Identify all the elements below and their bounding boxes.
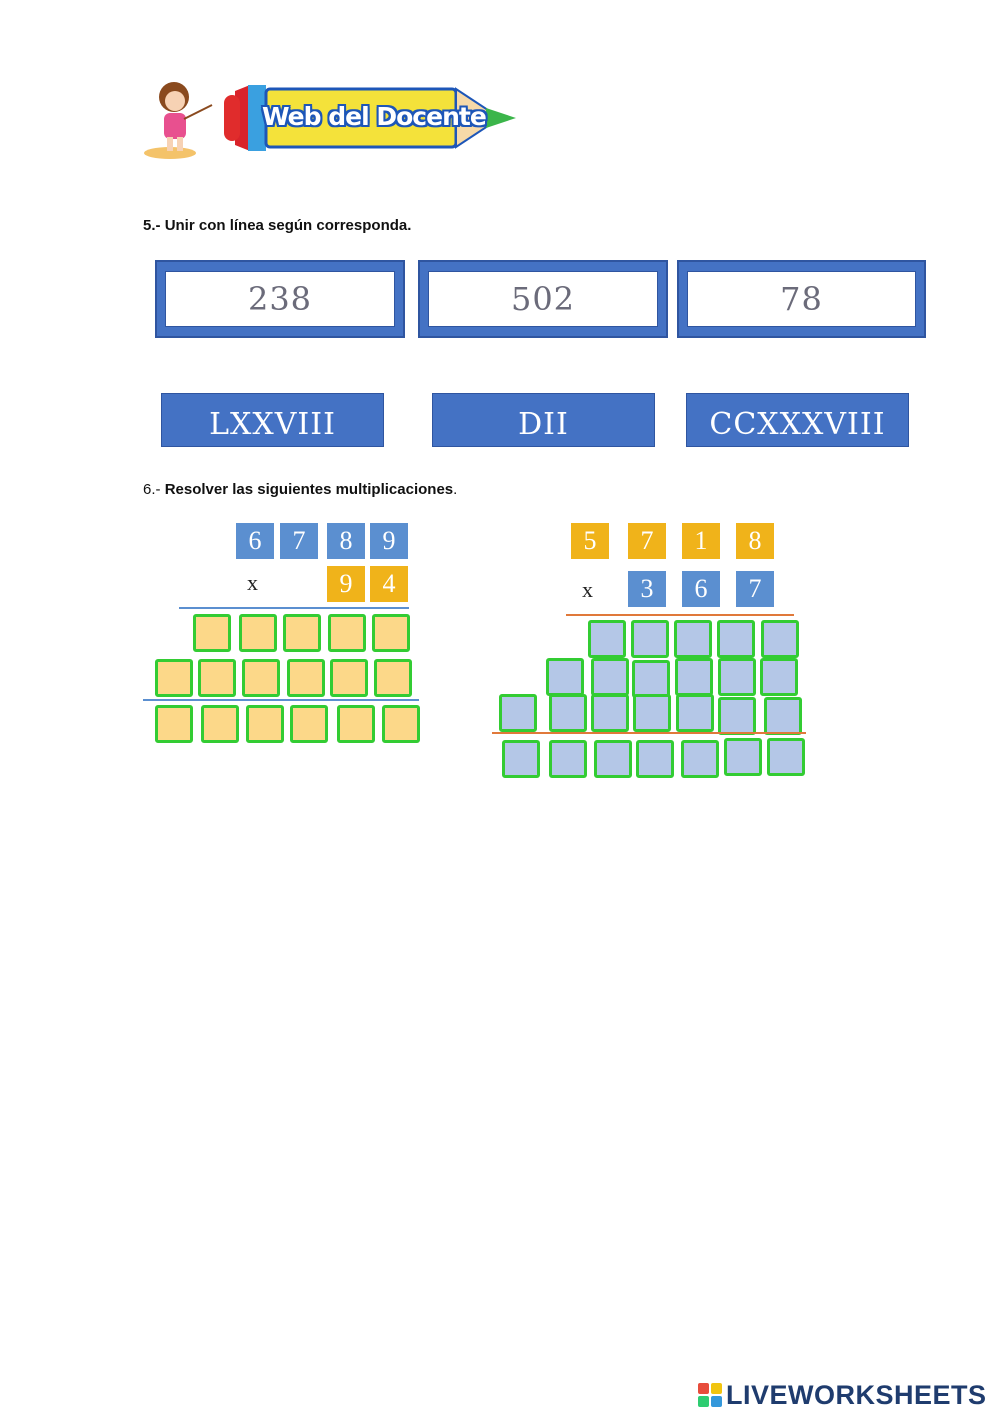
answer-box[interactable] (674, 620, 712, 658)
answer-box[interactable] (502, 740, 540, 778)
answer-box[interactable] (546, 658, 584, 696)
answer-box[interactable] (549, 694, 587, 732)
number-value: 238 (165, 271, 395, 327)
roman-box-1[interactable]: LXXVIII (161, 393, 384, 447)
answer-box[interactable] (330, 659, 368, 697)
answer-box[interactable] (636, 740, 674, 778)
left-result-line (179, 607, 409, 609)
left-multiply-sign: x (247, 570, 258, 595)
left-multiplier-digit: 9 (327, 566, 365, 602)
right-multiplicand-digit: 8 (736, 523, 774, 559)
answer-box[interactable] (718, 697, 756, 735)
answer-box[interactable] (155, 659, 193, 697)
answer-box[interactable] (681, 740, 719, 778)
answer-box[interactable] (499, 694, 537, 732)
answer-box[interactable] (382, 705, 420, 743)
answer-box[interactable] (246, 705, 284, 743)
section-6-number: 6.- (143, 481, 161, 498)
right-sum-line (492, 732, 806, 734)
section-5-heading: 5.- Unir con línea según corresponda. (143, 217, 411, 234)
answer-box[interactable] (193, 614, 231, 652)
section-5-number: 5.- (143, 217, 161, 234)
answer-box[interactable] (198, 659, 236, 697)
answer-box[interactable] (588, 620, 626, 658)
right-multiply-sign: x (582, 577, 593, 602)
right-multiplicand-digit: 1 (682, 523, 720, 559)
section-5-instruction: Unir con línea según corresponda. (164, 217, 412, 234)
answer-box[interactable] (242, 659, 280, 697)
answer-box[interactable] (718, 658, 756, 696)
answer-box[interactable] (717, 620, 755, 658)
number-box-2[interactable]: 502 (418, 260, 668, 338)
web-del-docente-logo (144, 82, 516, 159)
answer-box[interactable] (239, 614, 277, 652)
right-multiplicand-digit: 7 (628, 523, 666, 559)
answer-box[interactable] (676, 694, 714, 732)
answer-box[interactable] (631, 620, 669, 658)
answer-box[interactable] (591, 694, 629, 732)
right-result-line (566, 614, 794, 616)
answer-box[interactable] (767, 738, 805, 776)
section-6-period: . (453, 481, 458, 498)
logo-text: Web del Docente (262, 102, 487, 131)
number-box-1[interactable]: 238 (155, 260, 405, 338)
roman-box-3[interactable]: CCXXXVIII (686, 393, 909, 447)
left-multiplier-digit: 4 (370, 566, 408, 602)
answer-box[interactable] (290, 705, 328, 743)
answer-box[interactable] (760, 658, 798, 696)
answer-box[interactable] (591, 658, 629, 696)
left-multiplicand-digit: 8 (327, 523, 365, 559)
answer-box[interactable] (633, 694, 671, 732)
answer-box[interactable] (328, 614, 366, 652)
left-sum-line (143, 699, 419, 701)
right-multiplier-digit: 6 (682, 571, 720, 607)
left-multiplicand-digit: 7 (280, 523, 318, 559)
answer-box[interactable] (372, 614, 410, 652)
left-multiplicand-digit: 9 (370, 523, 408, 559)
number-value: 78 (687, 271, 916, 327)
answer-box[interactable] (374, 659, 412, 697)
section-6-heading: 6.- Resolver las siguientes multiplicaci… (143, 481, 457, 498)
answer-box[interactable] (337, 705, 375, 743)
number-value: 502 (428, 271, 658, 327)
left-multiplicand-digit: 6 (236, 523, 274, 559)
answer-box[interactable] (287, 659, 325, 697)
liveworksheets-icon (698, 1383, 722, 1407)
answer-box[interactable] (155, 705, 193, 743)
answer-box[interactable] (761, 620, 799, 658)
answer-box[interactable] (764, 697, 802, 735)
right-multiplier-digit: 3 (628, 571, 666, 607)
answer-box[interactable] (724, 738, 762, 776)
brand-text: LIVEWORKSHEETS (726, 1379, 987, 1410)
answer-box[interactable] (549, 740, 587, 778)
number-box-3[interactable]: 78 (677, 260, 926, 338)
answer-box[interactable] (283, 614, 321, 652)
roman-box-2[interactable]: DII (432, 393, 655, 447)
right-multiplier-digit: 7 (736, 571, 774, 607)
liveworksheets-brand: LIVEWORKSHEETS (698, 1378, 994, 1412)
answer-box[interactable] (675, 658, 713, 696)
right-multiplicand-digit: 5 (571, 523, 609, 559)
answer-box[interactable] (632, 660, 670, 698)
answer-box[interactable] (201, 705, 239, 743)
answer-box[interactable] (594, 740, 632, 778)
section-6-instruction: Resolver las siguientes multiplicaciones (164, 481, 454, 498)
